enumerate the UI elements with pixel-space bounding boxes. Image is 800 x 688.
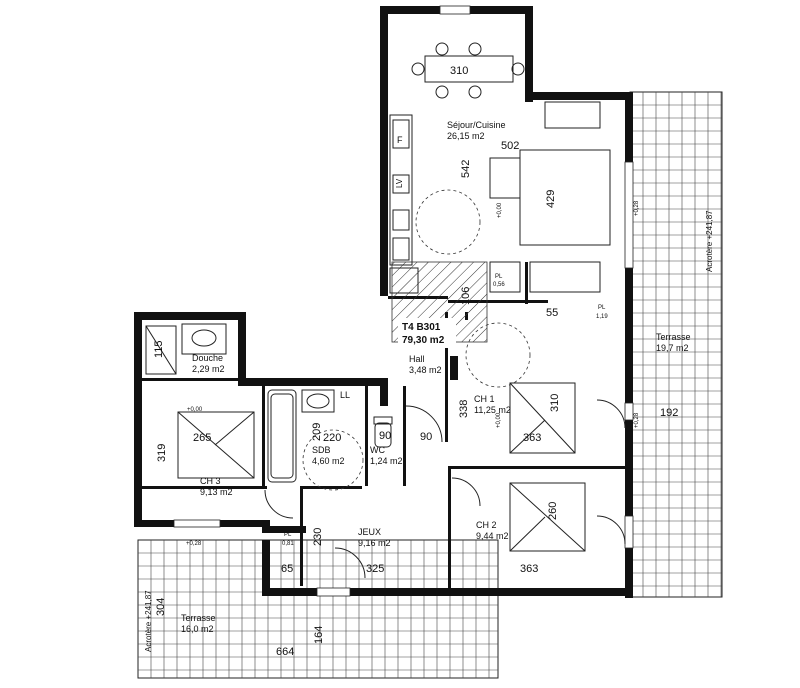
- unit-area: 79,30 m2: [402, 335, 445, 346]
- turning-circle-sdb: [302, 429, 364, 491]
- dim-pl-h: 55: [546, 307, 558, 319]
- dim-terr-sw-164: 164: [313, 626, 325, 644]
- room-ch2-area: 9,44 m2: [476, 531, 509, 541]
- room-terrasse-east-area: 19,7 m2: [656, 343, 689, 353]
- dim-ch3-h: 319: [156, 444, 168, 462]
- acrotere-east: Acrotère +241,87: [705, 210, 714, 272]
- level-terr-e2: +0,28: [634, 412, 640, 428]
- dim-hall-w: 90: [420, 431, 432, 443]
- dim-hall-v: 106: [460, 287, 472, 305]
- room-pl2-area: 1,19: [596, 314, 608, 320]
- room-pl1-name: PL: [495, 274, 503, 280]
- appliance-dishwasher: LV: [395, 178, 404, 188]
- dim-ch2-bed: 260: [547, 502, 559, 520]
- bed-ch3: [177, 411, 255, 479]
- dim-sejour-h: 542: [460, 160, 472, 178]
- level-ch1: +0,00: [496, 412, 502, 428]
- room-douche-area: 2,29 m2: [192, 364, 225, 374]
- dim-wc: 90: [379, 430, 391, 442]
- sink-sdb: [301, 389, 335, 413]
- dim-table: 310: [450, 65, 468, 77]
- terrace-sw-grid: [137, 539, 499, 679]
- room-ch2-name: CH 2: [476, 520, 497, 530]
- bed-ch1: [509, 382, 576, 454]
- door-swings: [264, 399, 626, 579]
- dim-ch1-h: 338: [458, 400, 470, 418]
- bathtub: [267, 389, 297, 483]
- shower: [145, 323, 227, 375]
- dim-ch3-bed: 265: [193, 432, 211, 444]
- dim-pl3-w: 65: [281, 563, 293, 575]
- dim-terr-sw-w: 664: [276, 646, 294, 658]
- room-jeux-area: 9,16 m2: [358, 538, 391, 548]
- appliance-fridge: F: [397, 135, 403, 145]
- terrace-east-grid: [629, 91, 723, 598]
- room-terrasse-sw-area: 16,0 m2: [181, 624, 214, 634]
- level-sejour: +0,00: [497, 202, 503, 218]
- acrotere-west: Acrotère +241,87: [144, 590, 153, 652]
- walls: [134, 6, 633, 598]
- turning-circle-hall: [465, 322, 531, 388]
- room-pl1-area: 0,56: [493, 282, 505, 288]
- room-pl2-name: PL: [598, 305, 606, 311]
- dim-ch2-w: 363: [520, 563, 538, 575]
- sofa-set: [489, 101, 611, 293]
- room-ch1-name: CH 1: [474, 394, 495, 404]
- bed-ch2: [509, 482, 586, 552]
- turning-circle-sejour: [415, 189, 481, 255]
- windows: [173, 5, 634, 597]
- kitchen-counter: [389, 114, 419, 294]
- room-jeux-name: JEUX: [358, 527, 381, 537]
- room-sejour-name: Séjour/Cuisine: [447, 120, 506, 130]
- dim-sdb-a: 209: [311, 423, 323, 441]
- dim-sejour-w: 502: [501, 140, 519, 152]
- unit-label-box: [398, 318, 456, 348]
- dim-terrasse-e: 192: [660, 407, 678, 419]
- room-pl3-area: 0,81: [282, 541, 294, 547]
- room-terrasse-sw-name: Terrasse: [181, 613, 216, 623]
- room-ch1-area: 11,25 m2: [474, 405, 511, 415]
- dim-ch1-w: 363: [523, 432, 541, 444]
- room-wc-area: 1,24 m2: [370, 456, 403, 466]
- room-douche-name: Douche: [192, 353, 223, 363]
- level-terr-e: +0,28: [634, 200, 640, 216]
- room-pl3-name: PL: [284, 532, 292, 538]
- dim-sdb-b: 220: [323, 432, 341, 444]
- level-ch3: +0,00: [187, 407, 203, 413]
- dim-terr-sw-h: 304: [155, 598, 167, 616]
- room-sdb-area: 4,60 m2: [312, 456, 345, 466]
- room-hall-name: Hall: [409, 354, 425, 364]
- appliance-washer: LL: [340, 390, 350, 400]
- dim-sofa: 429: [545, 190, 557, 208]
- room-sdb-name: SDB: [312, 445, 331, 455]
- room-terrasse-east-name: Terrasse: [656, 332, 691, 342]
- room-wc-name: WC: [370, 445, 385, 455]
- room-ch3-name: CH 3: [200, 476, 221, 486]
- unit-label: T4 B301: [402, 322, 441, 333]
- room-ch3-area: 9,13 m2: [200, 487, 233, 497]
- dim-jeux-w: 325: [366, 563, 384, 575]
- room-hall-area: 3,48 m2: [409, 365, 442, 375]
- dim-douche: 115: [153, 340, 165, 358]
- dining-table: [411, 42, 525, 99]
- room-sejour-area: 26,15 m2: [447, 131, 485, 141]
- dim-ch1-bed: 310: [549, 394, 561, 412]
- level-terr-sw: +0,28: [186, 541, 202, 547]
- dim-jeux-h: 230: [312, 528, 324, 546]
- toilet: [373, 416, 393, 448]
